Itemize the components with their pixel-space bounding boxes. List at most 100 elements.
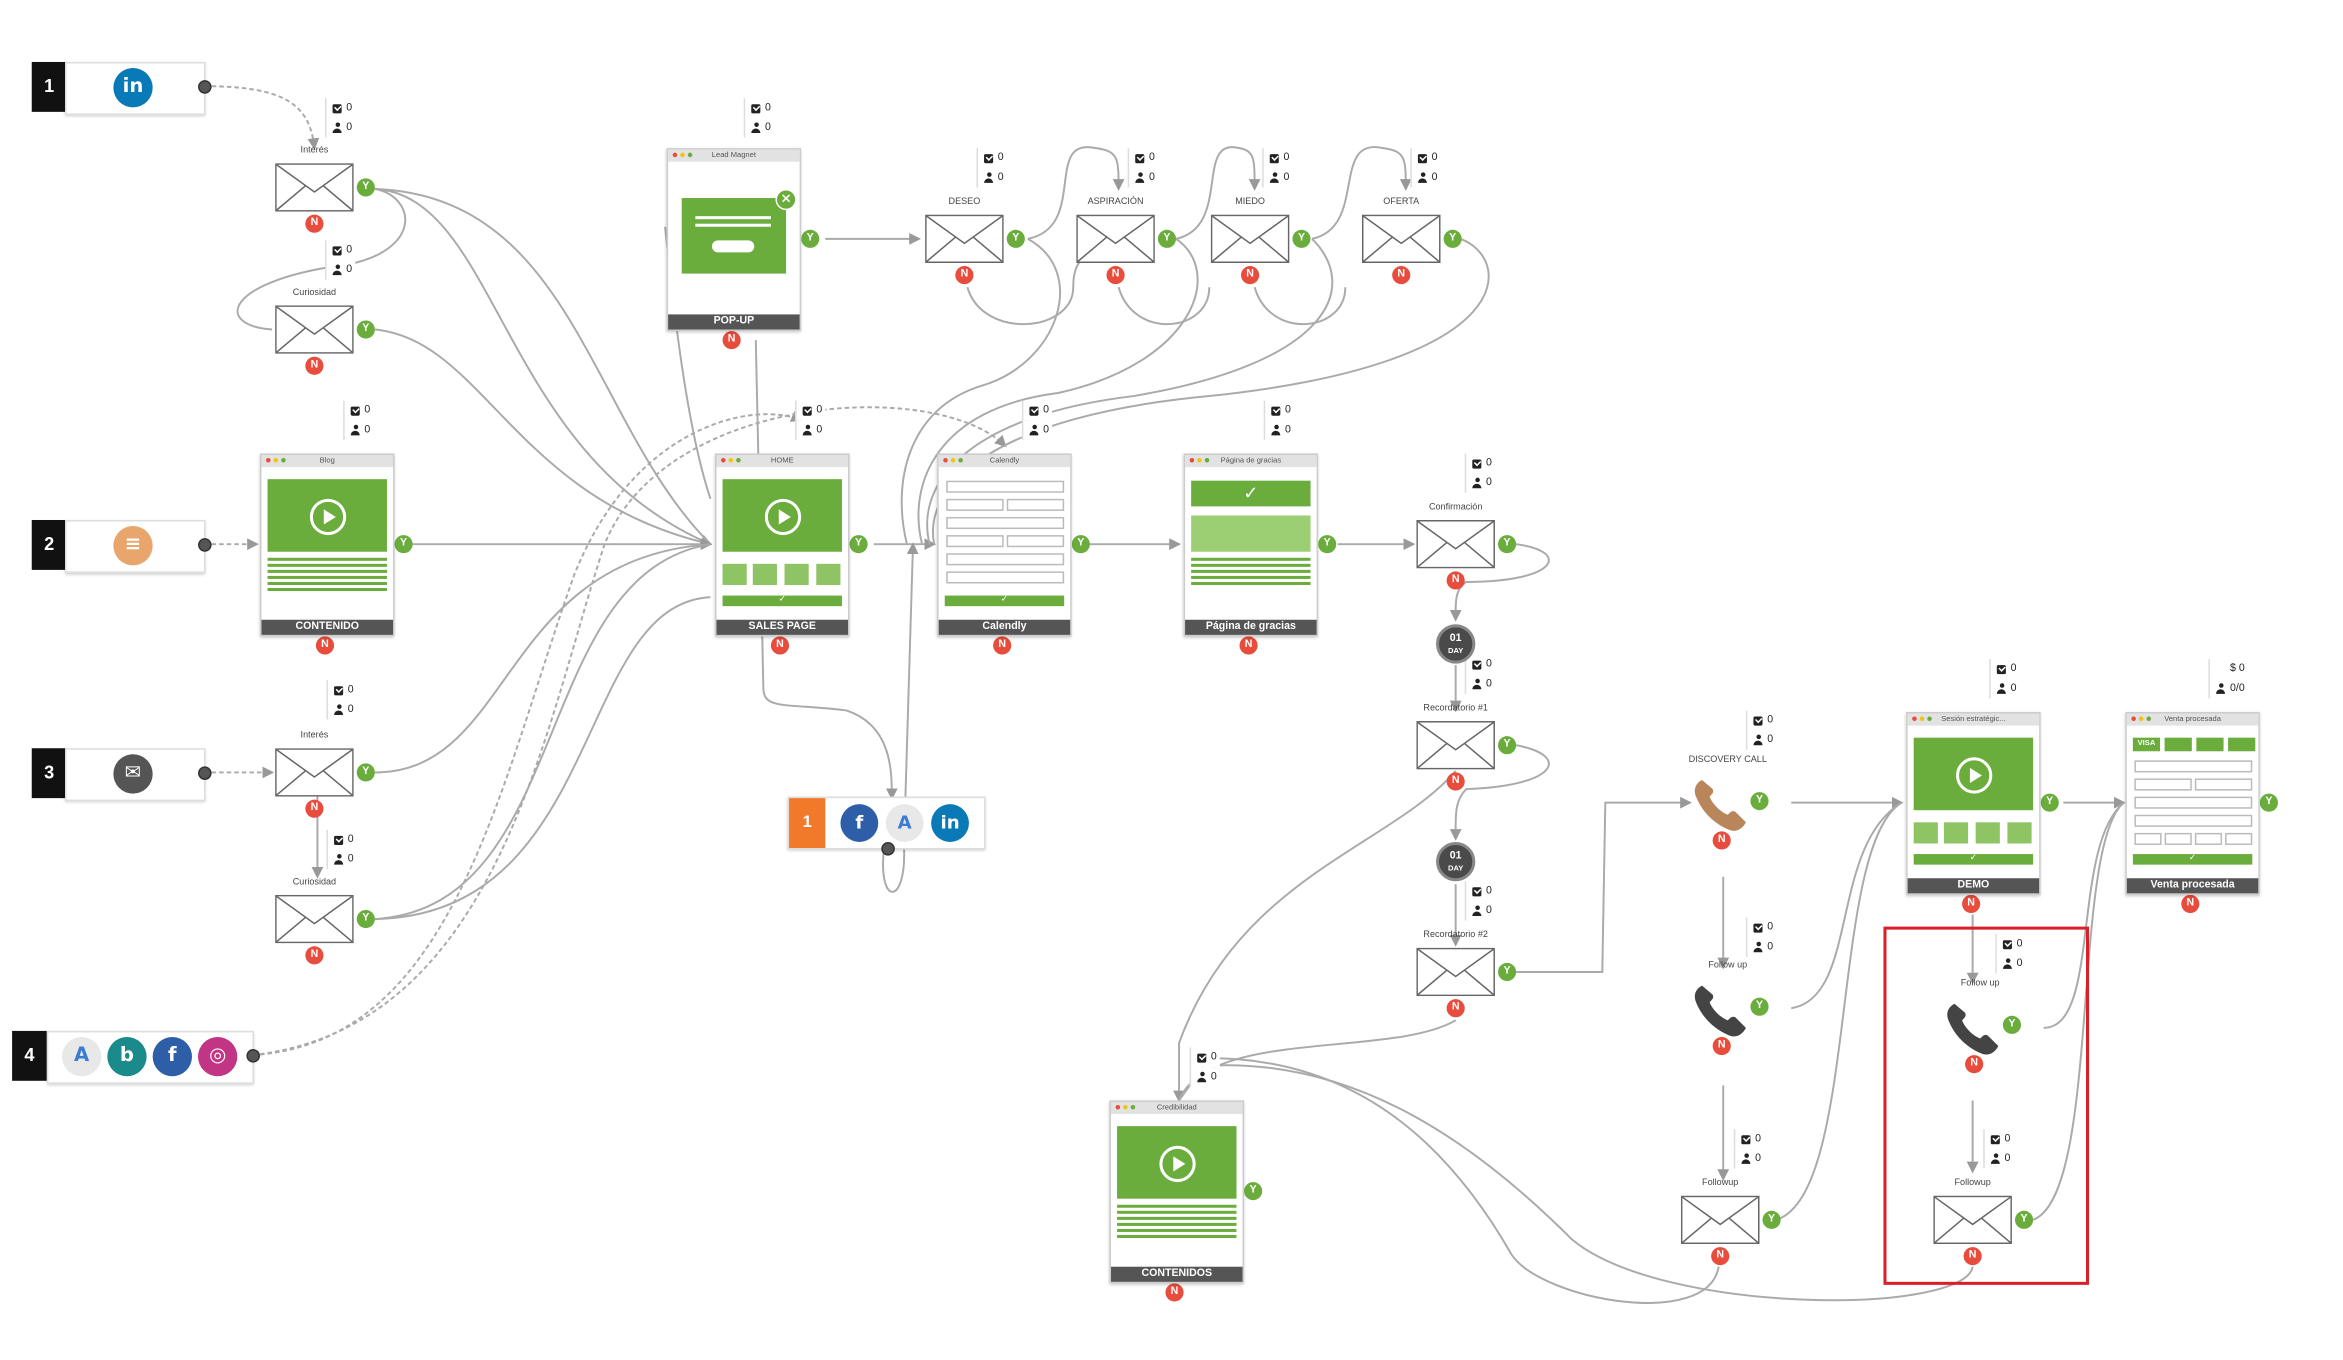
no-badge[interactable]: N — [1241, 266, 1260, 285]
phone-call-icon[interactable] — [1690, 980, 1750, 1040]
yes-badge[interactable]: Y — [1292, 229, 1311, 248]
thank-you-page[interactable]: Página de gracias ✓ Página de gracias — [1183, 453, 1319, 637]
yes-badge[interactable]: Y — [356, 320, 375, 339]
phone-call-icon[interactable] — [1690, 774, 1750, 834]
credibility-page[interactable]: Credibilidad CONTENIDOS — [1109, 1100, 1245, 1284]
email-envelope-icon[interactable] — [275, 748, 354, 797]
email-envelope-icon[interactable] — [925, 214, 1004, 264]
no-badge[interactable]: N — [1239, 636, 1258, 655]
yes-badge[interactable]: Y — [1071, 535, 1090, 554]
no-badge[interactable]: N — [1106, 266, 1125, 285]
no-badge[interactable]: N — [305, 214, 324, 233]
email-envelope-icon[interactable] — [275, 305, 354, 354]
no-badge[interactable]: N — [770, 636, 790, 655]
yes-badge[interactable]: Y — [1750, 792, 1769, 811]
no-badge[interactable]: N — [315, 636, 335, 655]
email-envelope-icon[interactable] — [1416, 721, 1495, 770]
no-badge[interactable]: N — [305, 356, 324, 375]
popup-label: POP-UP — [668, 314, 800, 330]
email-envelope-icon[interactable] — [275, 163, 354, 212]
demo-page[interactable]: Sesión estratégic... ✓ DEMO — [1906, 711, 2041, 895]
no-badge[interactable]: N — [955, 266, 974, 285]
play-icon[interactable] — [764, 498, 802, 536]
email-envelope-icon[interactable] — [1210, 214, 1290, 264]
source-4-connector[interactable] — [246, 1049, 260, 1063]
yes-badge[interactable]: Y — [2040, 793, 2059, 812]
popup-page[interactable]: Lead Magnet × POP-UP — [666, 148, 802, 332]
no-badge[interactable]: N — [2181, 894, 2200, 914]
no-badge[interactable]: N — [1392, 266, 1411, 285]
no-badge[interactable]: N — [1712, 831, 1731, 850]
stat-count: 0 — [2016, 958, 2023, 969]
yes-badge[interactable]: Y — [1157, 229, 1177, 248]
yes-badge[interactable]: Y — [1443, 229, 1462, 248]
blog-page[interactable]: Blog CONTENIDO — [259, 453, 395, 637]
yes-badge[interactable]: Y — [1762, 1210, 1781, 1229]
yes-badge[interactable]: Y — [356, 178, 375, 197]
play-icon[interactable] — [309, 498, 347, 536]
yes-badge[interactable]: Y — [1750, 997, 1769, 1016]
yes-badge[interactable]: Y — [1497, 736, 1517, 755]
source-2-connector[interactable] — [198, 538, 212, 552]
close-icon[interactable]: × — [775, 188, 797, 211]
no-badge[interactable]: N — [1965, 1055, 1984, 1074]
email-envelope-icon[interactable] — [1361, 214, 1441, 264]
yes-badge[interactable]: Y — [1006, 229, 1025, 248]
retarget-connector[interactable] — [881, 841, 895, 856]
no-badge[interactable]: N — [305, 946, 324, 965]
no-badge[interactable]: N — [722, 331, 741, 350]
email-envelope-icon[interactable] — [1933, 1195, 2012, 1245]
sales-page[interactable]: HOME ✓ SALES PAGE — [714, 453, 850, 637]
no-badge[interactable]: N — [993, 636, 1012, 655]
buy-button[interactable]: ✓ — [722, 595, 842, 607]
play-icon[interactable] — [1956, 757, 1993, 794]
yes-badge[interactable]: Y — [1244, 1182, 1263, 1201]
phone-call-icon[interactable] — [1942, 998, 2002, 1058]
no-badge[interactable]: N — [1711, 1247, 1730, 1266]
no-badge[interactable]: N — [305, 799, 324, 818]
email-envelope-icon[interactable] — [275, 894, 354, 944]
email-envelope-icon[interactable] — [1416, 519, 1495, 569]
stat-count: 0 — [816, 405, 823, 416]
no-badge[interactable]: N — [1165, 1283, 1184, 1302]
yes-badge[interactable]: Y — [2259, 793, 2278, 812]
calendly-page[interactable]: Calendly ✓ Calendly — [937, 453, 1072, 637]
no-badge[interactable]: N — [1962, 894, 1981, 914]
source-2-document[interactable]: ≡ — [64, 519, 206, 573]
source-3-mail[interactable]: ✉ — [64, 748, 206, 802]
yes-badge[interactable]: Y — [356, 763, 375, 782]
email-envelope-icon[interactable] — [1416, 947, 1495, 997]
source-number-2: 2 — [31, 519, 67, 570]
yes-badge[interactable]: Y — [1497, 962, 1517, 982]
source-4-ads[interactable]: A b f ◎ — [46, 1030, 254, 1084]
no-badge[interactable]: N — [1446, 571, 1465, 590]
source-3-connector[interactable] — [198, 766, 212, 780]
yes-badge[interactable]: Y — [801, 229, 820, 248]
email-envelope-icon[interactable] — [1076, 214, 1155, 264]
email-label: Interés — [300, 146, 329, 156]
source-1-connector[interactable] — [198, 80, 212, 94]
source-1-linkedin[interactable]: in — [64, 61, 206, 115]
email-label: Curiosidad — [292, 288, 337, 298]
checkbox-icon — [350, 405, 360, 415]
yes-badge[interactable]: Y — [394, 535, 413, 554]
order-page[interactable]: Venta procesada VISA ✓ Venta procesada — [2125, 711, 2260, 895]
no-badge[interactable]: N — [1446, 999, 1465, 1018]
play-icon[interactable] — [1159, 1145, 1196, 1183]
yes-badge[interactable]: Y — [2002, 1015, 2022, 1034]
phone-label: Follow up — [1960, 979, 2000, 989]
no-badge[interactable]: N — [1446, 772, 1465, 791]
schedule-button[interactable]: ✓ — [944, 595, 1065, 607]
yes-badge[interactable]: Y — [1497, 535, 1517, 554]
no-badge[interactable]: N — [1963, 1247, 1982, 1266]
pay-button[interactable]: ✓ — [2132, 854, 2253, 865]
email-envelope-icon[interactable] — [1680, 1195, 1760, 1245]
no-badge[interactable]: N — [1712, 1036, 1731, 1056]
book-button[interactable]: ✓ — [1913, 854, 2034, 865]
yes-badge[interactable]: Y — [2014, 1210, 2034, 1229]
yes-badge[interactable]: Y — [1318, 535, 1337, 554]
yes-badge[interactable]: Y — [356, 909, 375, 929]
yes-badge[interactable]: Y — [849, 535, 868, 554]
